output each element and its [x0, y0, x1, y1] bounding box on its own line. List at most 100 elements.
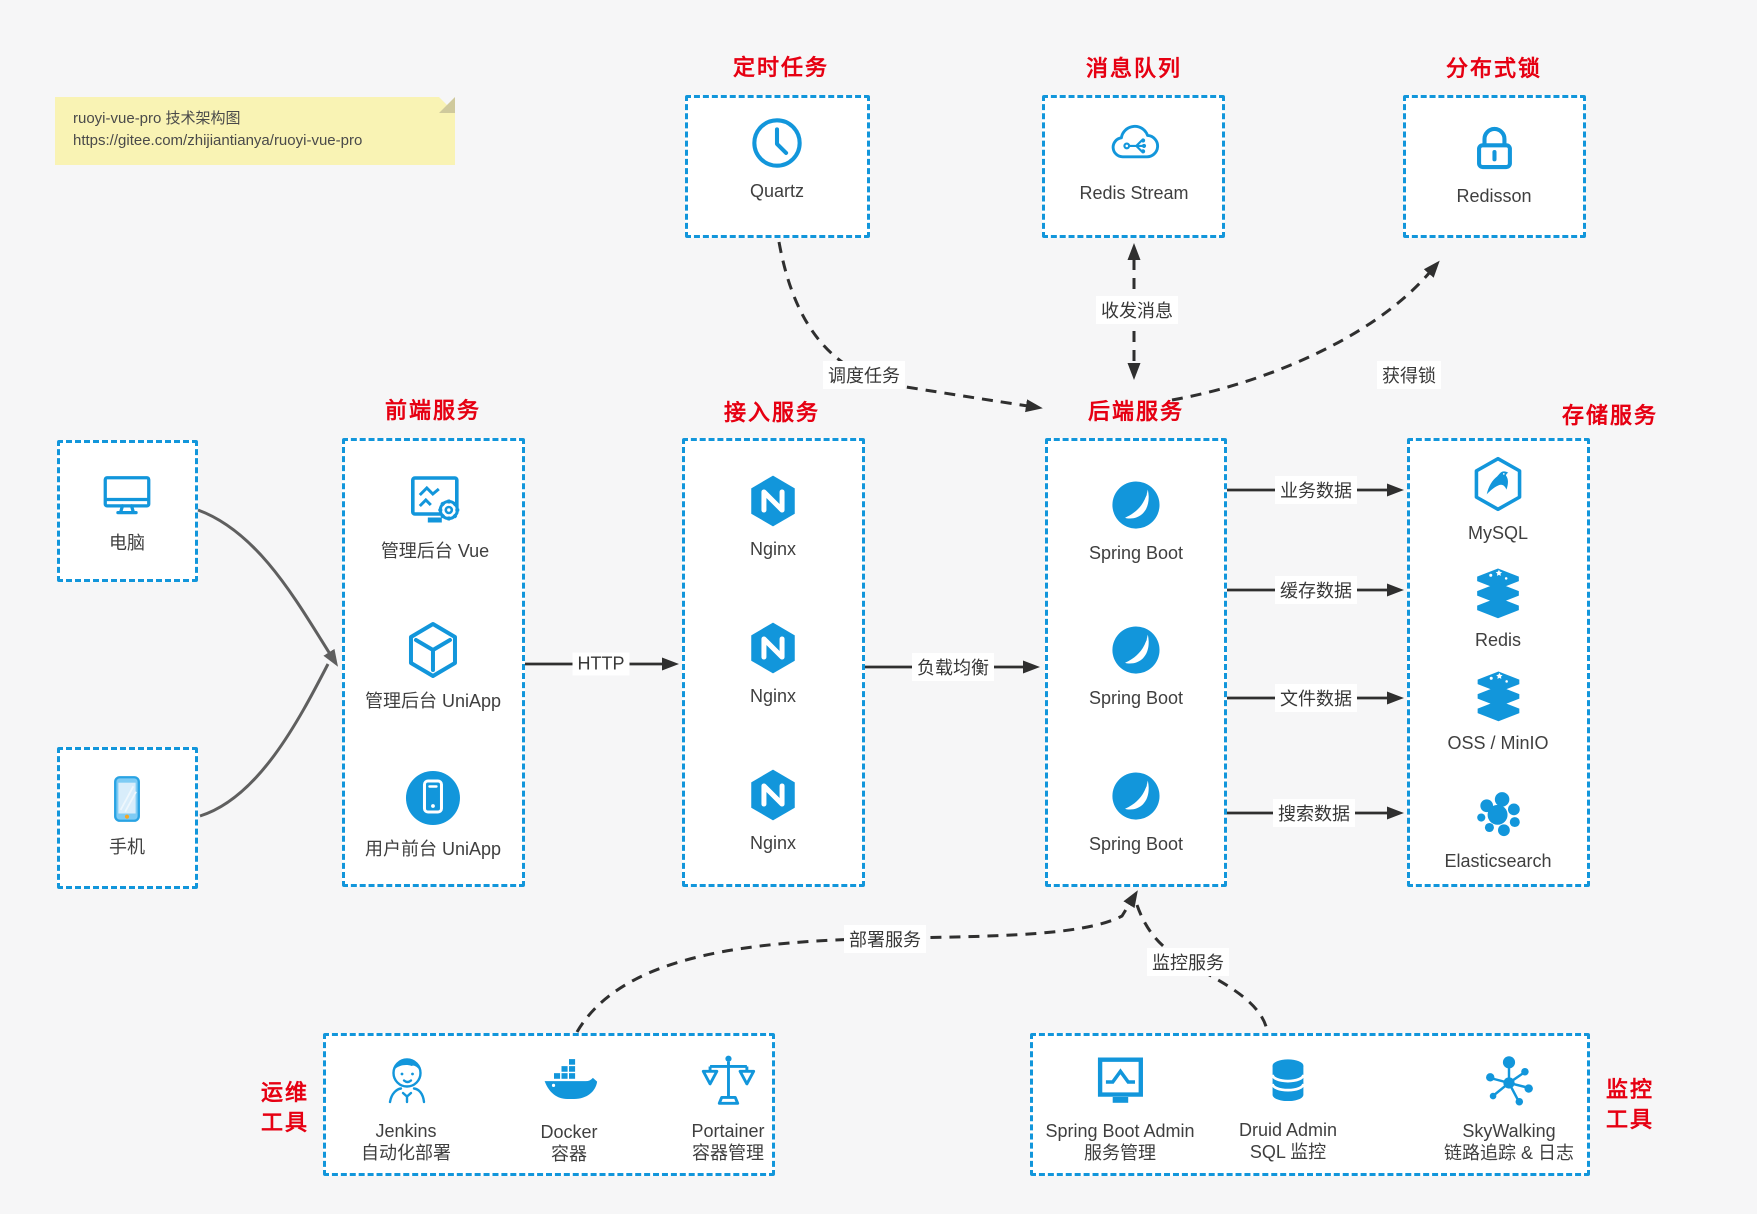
edge-label-schedule-task: 调度任务: [823, 361, 905, 389]
edge-label-load-balance: 负载均衡: [912, 653, 994, 681]
node-label: Nginx: [749, 539, 797, 559]
title-monitoring-tools: 监控 工具: [1606, 1075, 1654, 1135]
desktop-icon: [103, 476, 151, 515]
box-client-pc: [57, 440, 198, 582]
node-pc: 电脑: [98, 466, 156, 554]
topology-icon: [1486, 1056, 1533, 1106]
node-springboot-1: Spring Boot: [1089, 476, 1183, 564]
title-monitoring-line2: 工具: [1605, 1107, 1655, 1132]
spring-icon: [1112, 626, 1160, 674]
lock-icon: [1476, 126, 1512, 170]
edge-label-cache-data: 缓存数据: [1275, 576, 1357, 604]
node-mysql: MySQL: [1468, 454, 1528, 544]
box-devops-tools: [323, 1033, 775, 1176]
title-gateway: 接入服务: [723, 400, 821, 425]
node-label: Quartz: [749, 181, 805, 201]
edge-label-monitor-service: 监控服务: [1147, 948, 1229, 976]
node-sublabel: 链路追踪 & 日志: [1443, 1143, 1575, 1163]
node-redisson: Redisson: [1456, 119, 1532, 207]
node-label: OSS / MinIO: [1447, 733, 1549, 753]
node-springboot-3: Spring Boot: [1089, 767, 1183, 855]
edge-label-business-data: 业务数据: [1275, 476, 1357, 504]
edge-pc-to-frontend: [197, 508, 338, 667]
node-jenkins: Jenkins 自动化部署: [361, 1048, 451, 1165]
sticky-note: ruoyi-vue-pro 技术架构图 https://gitee.com/zh…: [55, 97, 455, 165]
storage-stack-icon: [1477, 671, 1519, 722]
title-scheduled-task: 定时任务: [732, 55, 830, 80]
spring-icon: [1112, 481, 1160, 529]
edge-label-file-data: 文件数据: [1275, 684, 1357, 712]
title-frontend: 前端服务: [384, 398, 482, 423]
node-label: 手机: [109, 837, 145, 857]
node-sublabel: 自动化部署: [361, 1143, 451, 1163]
node-label: Spring Boot Admin: [1045, 1121, 1195, 1141]
nginx-icon: [751, 769, 795, 821]
node-quartz: Quartz: [748, 114, 806, 202]
node-nginx-1: Nginx: [744, 472, 802, 560]
title-backend: 后端服务: [1087, 399, 1185, 424]
note-title: ruoyi-vue-pro 技术架构图: [73, 110, 241, 127]
node-user-uniapp: 用户前台 UniApp: [365, 766, 501, 860]
nginx-icon: [751, 475, 795, 527]
user-app-icon: [405, 771, 460, 825]
node-label: 管理后台 UniApp: [364, 691, 502, 711]
node-label: Redis: [1474, 630, 1522, 650]
scales-icon: [701, 1055, 755, 1105]
node-springboot-admin: Spring Boot Admin 服务管理: [1045, 1050, 1195, 1165]
database-icon: [1271, 1059, 1305, 1102]
node-nginx-2: Nginx: [744, 619, 802, 707]
admin-vue-icon: [411, 476, 460, 523]
node-elasticsearch: Elasticsearch: [1444, 784, 1552, 872]
node-sublabel: 服务管理: [1084, 1143, 1156, 1163]
edge-label-search-data: 搜索数据: [1273, 799, 1355, 827]
node-admin-uniapp: 管理后台 UniApp: [365, 618, 501, 712]
node-label: MySQL: [1467, 523, 1529, 543]
node-label: Redis Stream: [1079, 183, 1189, 203]
node-label: 电脑: [109, 533, 145, 553]
node-label: Nginx: [749, 833, 797, 853]
node-redis: Redis: [1469, 563, 1527, 651]
spring-icon: [1112, 772, 1160, 820]
node-oss-minio: OSS / MinIO: [1447, 666, 1549, 754]
node-springboot-2: Spring Boot: [1089, 621, 1183, 709]
node-label: Druid Admin: [1238, 1120, 1338, 1140]
cloud-stream-icon: [1111, 124, 1159, 159]
title-distributed-lock: 分布式锁: [1445, 56, 1543, 81]
edge-phone-to-frontend: [199, 663, 330, 818]
title-message-queue: 消息队列: [1085, 56, 1183, 81]
node-label: SkyWalking: [1462, 1121, 1556, 1141]
node-label: 管理后台 Vue: [380, 541, 490, 561]
node-nginx-3: Nginx: [744, 766, 802, 854]
node-sublabel: SQL 监控: [1249, 1142, 1327, 1162]
mysql-icon: [1474, 456, 1522, 512]
node-sublabel: 容器: [551, 1144, 587, 1164]
node-phone: 手机: [98, 770, 156, 858]
node-label: Redisson: [1456, 186, 1532, 206]
node-label: Elasticsearch: [1444, 851, 1552, 871]
title-devops-line2: 工具: [260, 1110, 310, 1135]
node-admin-vue: 管理后台 Vue: [381, 468, 489, 562]
node-label: Spring Boot: [1088, 543, 1184, 563]
node-skywalking: SkyWalking 链路追踪 & 日志: [1444, 1052, 1574, 1165]
nginx-icon: [751, 622, 795, 674]
edge-label-send-receive: 收发消息: [1096, 296, 1178, 324]
title-storage: 存储服务: [1561, 403, 1659, 428]
node-label: Jenkins: [375, 1121, 437, 1141]
clock-icon: [752, 118, 802, 168]
phone-icon: [114, 776, 140, 822]
jenkins-icon: [388, 1058, 426, 1104]
elasticsearch-icon: [1476, 792, 1520, 837]
node-label: Spring Boot: [1088, 688, 1184, 708]
node-docker: Docker 容器: [539, 1053, 599, 1166]
node-label: Portainer: [691, 1121, 765, 1141]
box-monitoring-tools: [1030, 1033, 1590, 1176]
docker-icon: [544, 1059, 598, 1099]
edge-label-http: HTTP: [572, 652, 630, 676]
node-portainer: Portainer 容器管理: [691, 1050, 765, 1165]
node-label: Spring Boot: [1088, 834, 1184, 854]
node-label: Docker: [540, 1122, 598, 1142]
monitor-chart-icon: [1097, 1057, 1143, 1103]
note-url: https://gitee.com/zhijiantianya/ruoyi-vu…: [73, 132, 363, 149]
node-redis-stream: Redis Stream: [1079, 116, 1189, 204]
